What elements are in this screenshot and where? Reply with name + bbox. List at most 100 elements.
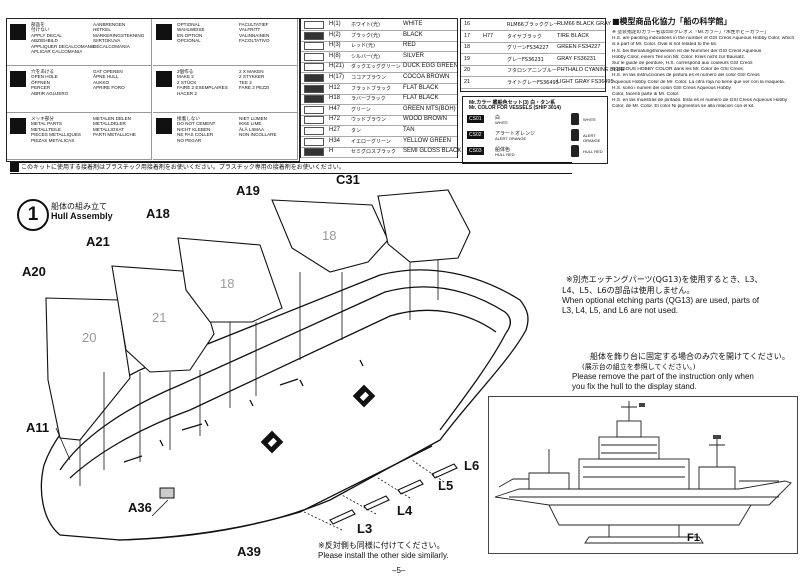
cooperation-line: Hobby Color, einem Teil von Mr. Color. K… [612,54,746,60]
paint-jp: グリーン [351,106,371,113]
cement-note-text: このキットに使用する接着剤はプラスチック用接着剤をお使いください。プラスチック専… [21,164,345,171]
paint-en: RLM66 BLACK GRAY [557,21,612,27]
paint-jp: フラットブラック [351,85,392,92]
legend-line: ÄLÄ LIIMAA [239,126,265,132]
mr-color-title-jp: Mr.カラー 艦船色セット(3) 白・タン系 [469,100,556,106]
mr-color-en: ALERT ORANGE [495,136,527,141]
part-label-a20: A20 [22,264,46,279]
paint-en: FLAT BLACK [403,95,439,102]
paint-code: H34 [329,137,341,144]
legend-line: PIECES METALLIQUES [31,132,81,138]
legend-line: FARE 2 PEZZI [239,85,270,91]
paint-num: 19 [464,55,471,62]
legend-line: NIET LIJMEN [239,116,267,121]
stand-note-en-line: Please remove the part of the instructio… [572,372,754,381]
paint-swatch [304,84,324,93]
other-side-note-en: Please install the other side similarly. [318,551,449,560]
paint-swatch [304,42,324,51]
legend-line: HACER 2 [177,90,197,96]
paint-jp: ライトグレーFS36495 [507,80,559,86]
legend-line: TEE 2 [239,79,252,85]
legend-line: PIEZAS METALICAS [31,137,75,143]
cooperation-line: Aqueous Hobby Color de Mr. Color. La cif… [612,79,786,85]
paint-jp: グリーンFS34227 [507,45,549,52]
part-label-a18: A18 [146,206,170,221]
legend-line: ABRIR AGUJERO [31,90,69,96]
legend-line: APRIRE FORO [93,85,125,91]
part-a36 [159,487,175,499]
part-label-a36: A36 [128,500,152,515]
legend-line: 穴をあける [31,69,54,74]
paint-swatch [304,21,324,29]
paint-en: GRAY FS36231 [557,55,596,62]
cooperation-line: H.S. are painting indications in the num… [612,36,795,42]
paint-jp: ココアブラウン [351,75,387,81]
paint-en: TAN [403,127,415,133]
mr-color-tag: CS01 [467,115,484,123]
bulkhead-a18: 18 [177,237,283,323]
paint-jp: グレーFS36231 [507,56,544,63]
paint-swatch [304,105,324,114]
legend-line: MAKE 2 [177,74,194,80]
legend-line: METALLTEILE [31,126,61,132]
paint-num: 21 [464,79,471,85]
legend-symbol-icon [156,71,172,87]
mr-color-box: Mr.カラー 艦船色セット(3) 白・タン系 Mr. COLOR FOR VES… [462,96,608,164]
paint-en: GREEN FS34227 [557,44,601,51]
paint-en: YELLOW GREEN [403,137,452,144]
part-label-f1: F1 [687,532,700,544]
legend-line: EN OPTION [177,32,203,38]
stand-note-jp-1: 船体を飾り台に固定する場合のみ穴を開けてください。 [590,352,790,361]
paint-jp: ウッドブラウン [351,117,387,124]
legend-line: ÖFFNEN [31,79,50,85]
paint-num: 17 [464,32,471,39]
paint-en: COCOA BROWN [403,74,450,80]
bulkhead-number-18-b: 18 [322,228,336,243]
legend-line: FAIRE 2 EXEMPLAIRES [177,85,228,91]
step-title-en: Hull Assembly [51,211,113,221]
panel-c31 [377,189,471,263]
paint-swatch [304,95,324,104]
paint-code: H(21) [329,63,345,70]
paint-jp: タン [351,128,362,134]
cooperation-line: H.S. en las muestras de pintado. Esta es… [612,98,788,104]
legend-line: VALINNAINEN [239,32,270,38]
mr-color-en: WHITE [495,120,508,125]
legend-line: APPLIQUER DECALCOMANIE [31,43,96,49]
part-label-l3: L3 [357,521,373,536]
paint-jp: ダックエッググリーン [351,64,401,71]
paint-jp: ラバーブラック [351,96,386,103]
part-label-l5: L5 [438,478,454,493]
legend-line: NE PAS COLLER [177,132,214,138]
step-number: 1 [17,199,49,231]
paint-en: PHTHALO CYANINE BLUE [557,67,625,74]
part-label-a19: A19 [236,183,260,198]
cooperation-line: Color, facenti parte di Mr. Color. [612,92,680,98]
part-label-l4: L4 [397,503,413,518]
cement-note: このキットに使用する接着剤はプラスチック用接着剤をお使いください。プラスチック専… [10,162,572,174]
paint-code: H(1) [329,21,341,27]
cement-icon [260,384,376,454]
legend-line: AANBRENGEN [93,22,126,27]
cooperation-line: H.S. bei Bemalungshinweisen ist die Numm… [612,48,762,54]
cooperation-line: H.S. en las instrucciones de pintura es … [612,73,760,79]
paint-swatch [304,74,324,82]
paint-swatch [304,63,324,72]
bulkhead-number-20: 20 [82,330,96,345]
